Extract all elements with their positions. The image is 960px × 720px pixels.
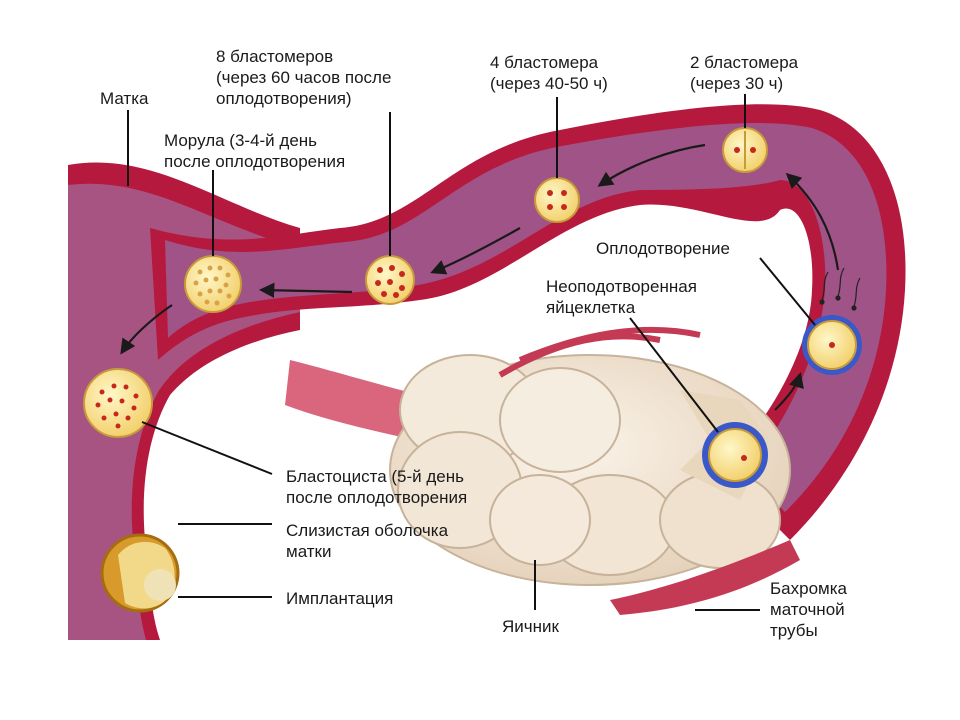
- label-fertilization: Оплодотворение: [596, 239, 730, 258]
- fallopian-tube-lumen: [165, 123, 887, 512]
- label-uterus: Матка: [100, 89, 149, 108]
- label-morula: Морула (3-4-й день после оплодотворения: [164, 131, 346, 171]
- fimbria: [610, 540, 800, 615]
- cell-unfertilized-egg: [702, 422, 768, 488]
- cell-implantation: [100, 533, 180, 613]
- label-fimbria: Бахромка маточной трубы: [770, 579, 847, 640]
- label-implantation: Имплантация: [286, 589, 394, 608]
- fimbria-strands: [498, 326, 701, 378]
- cell-8-blastomeres: [365, 255, 415, 305]
- ovarian-ligament: [285, 360, 420, 440]
- label-ovary: Яичник: [502, 617, 559, 636]
- label-unfertilized-egg: Неоподотворенная яйцеклетка: [546, 277, 697, 317]
- cell-blastocyst: [83, 368, 153, 438]
- fallopian-tube-wall: [150, 104, 906, 540]
- cell-morula: [184, 255, 242, 313]
- cell-fertilization: [802, 315, 862, 375]
- cell-2-blastomeres: [722, 127, 768, 173]
- label-2-blastomeres: 2 бластомера (через 30 ч): [690, 53, 799, 93]
- leader-lines: [127, 94, 816, 611]
- arrow-icon: [120, 143, 840, 411]
- ovary: [389, 354, 791, 586]
- label-4-blastomeres: 4 бластомера (через 40-50 ч): [490, 53, 608, 93]
- sperm-icon: [819, 267, 861, 311]
- label-blastocyst: Бластоциста (5-й день после оплодотворен…: [286, 467, 468, 507]
- label-8-blastomeres: 8 бластомеров (через 60 часов после опло…: [216, 47, 392, 108]
- label-mucosa: Слизистая оболочка матки: [286, 521, 449, 561]
- cell-4-blastomeres: [534, 177, 580, 223]
